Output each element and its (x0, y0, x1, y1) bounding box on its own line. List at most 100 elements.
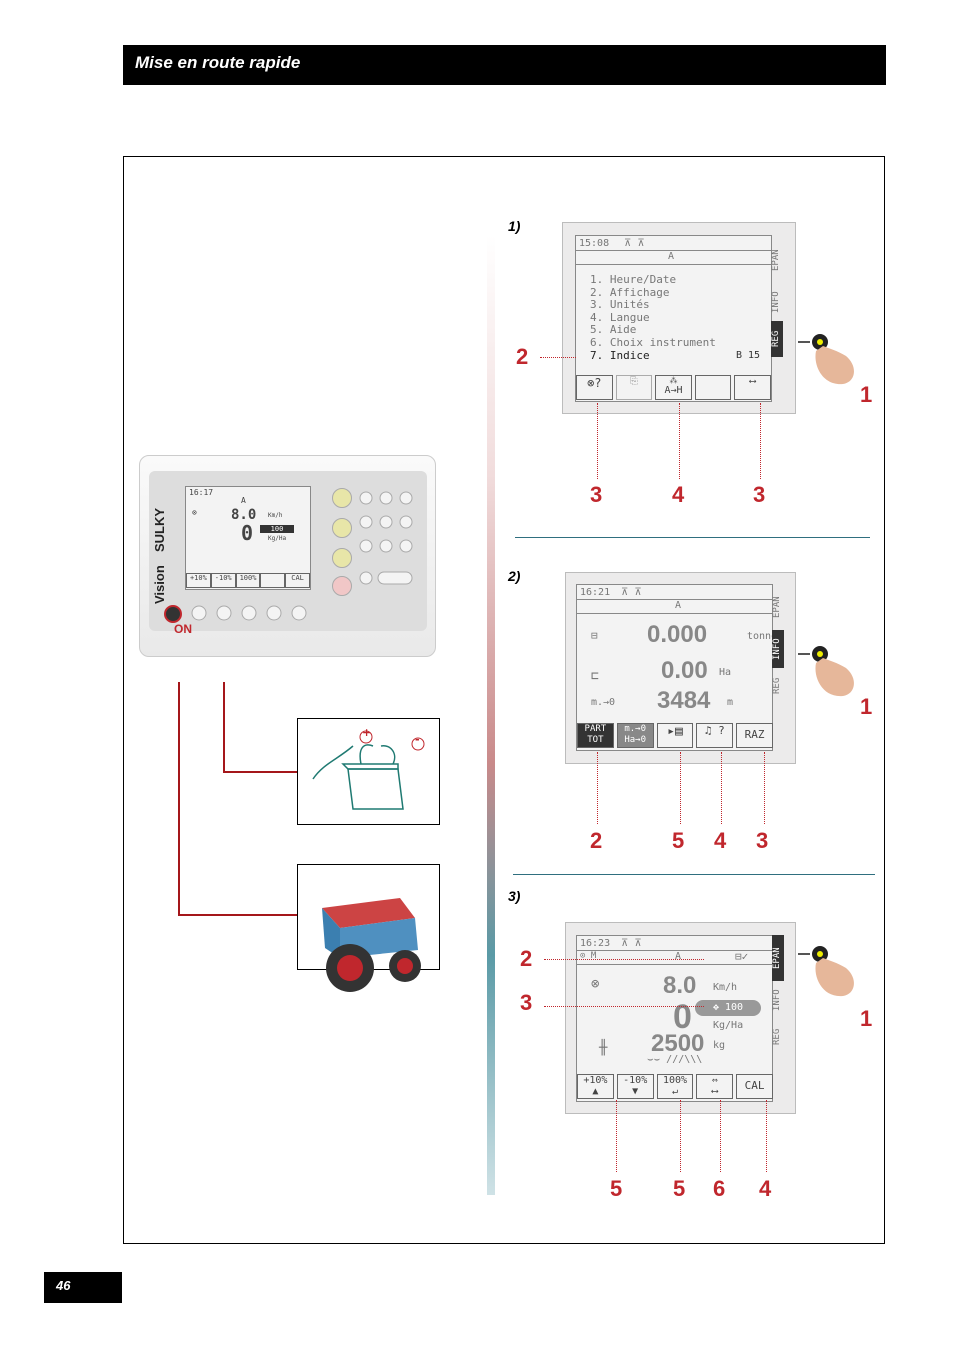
spreader-icon (322, 898, 421, 992)
panel2-m-unit: m (727, 697, 734, 708)
panel3-100-button[interactable]: 100%↵ (656, 1074, 694, 1099)
separator-2 (513, 874, 875, 875)
menu-item-aide[interactable]: 5. Aide (590, 323, 637, 337)
wire-sprayer-h (178, 914, 298, 916)
panel2-callout-2: 2 (590, 828, 603, 853)
panel1-help-button[interactable]: ⊗? (576, 375, 613, 400)
panel1-time: 15:08 (579, 238, 610, 249)
panel3-target: ✥ 100 (695, 1000, 761, 1016)
console-brand-name: SULKY (152, 507, 167, 552)
panel2-next-button[interactable]: ▸▤ (656, 723, 694, 748)
console-unit: Vision SULKY 16:17 A ⊗ 8.0 Km/h 0 100 Kg… (139, 455, 436, 657)
panel3-width-button[interactable]: ⇔⟷ (696, 1074, 734, 1099)
panel3-callout-4: 4 (759, 1176, 772, 1201)
panel3-weight: 2500 (651, 1030, 705, 1057)
panel3-time: 16:23 (580, 938, 611, 949)
panel3-plus10-button[interactable]: +10%▲ (577, 1074, 614, 1099)
console-numeric-keys[interactable] (358, 490, 414, 590)
next-page-icon: ▸▤ (667, 724, 683, 739)
panel2-callout-1: 1 (860, 694, 873, 719)
panel2-raz-button[interactable]: RAZ (736, 723, 773, 748)
menu-item-unites[interactable]: 3. Unités (590, 298, 650, 312)
panel3-minus10-button[interactable]: -10%▼ (616, 1074, 654, 1099)
panel3-callout-5b: 5 (673, 1176, 686, 1201)
panel3-tab-reg[interactable]: REG (772, 1028, 782, 1046)
console-softkey-4[interactable] (260, 573, 286, 588)
panel3-cal-button[interactable]: CAL (736, 1074, 773, 1099)
panel2-tab-epan[interactable]: EPAN (772, 596, 782, 618)
panel3-header-icons: ⊼ ⊼ (621, 938, 642, 949)
panel3-callout-6: 6 (713, 1176, 726, 1201)
step-2-label: 2) (508, 568, 521, 584)
panel1-callout-4: 4 (672, 482, 685, 507)
panel2-m-value: 3484 (657, 687, 711, 714)
panel1-empty-button[interactable] (694, 375, 732, 400)
battery-box: + - (297, 718, 440, 825)
console-softkey-2[interactable]: -10% (210, 573, 236, 588)
panel1-callout-2: 2 (516, 344, 529, 369)
panel3-line-2 (544, 959, 704, 960)
console-softkey-5[interactable]: CAL (285, 573, 310, 588)
panel2-header-icons: ⊼ ⊼ (621, 587, 642, 598)
power-button[interactable] (164, 605, 182, 623)
menu-item-instrument[interactable]: 6. Choix instrument (590, 335, 716, 349)
panel1-menu[interactable]: 1. Heure/Date 2. Affichage 3. Unités 4. … (590, 273, 716, 362)
menu-item-heure[interactable]: 1. Heure/Date (590, 273, 677, 286)
panel1-tab-info[interactable]: INFO (771, 291, 781, 313)
panel3-line-6 (720, 1100, 721, 1172)
console-softkey-3[interactable]: 100% (235, 573, 261, 588)
power-label: ON (174, 622, 192, 636)
panel1-indice-value: B 15 (736, 350, 761, 361)
menu-item-affichage[interactable]: 2. Affichage (590, 285, 670, 299)
console-key-mid[interactable] (332, 518, 352, 538)
panel3-callout-3: 3 (520, 990, 533, 1015)
console-arrow-keys-icon[interactable] (190, 604, 310, 622)
panel1-tab-epan[interactable]: EPAN (771, 249, 781, 271)
speed-icon: ⊗ (591, 976, 600, 992)
panel2-tab-info[interactable]: INFO (772, 630, 784, 668)
panel3-tab-epan[interactable]: EPAN (772, 935, 784, 981)
panel2-mode: A (675, 600, 682, 611)
panel1-ah-button[interactable]: ⁂A→H (655, 375, 692, 400)
down-triangle-icon: ▼ (632, 1086, 639, 1097)
console-rate: 0 (241, 521, 254, 545)
panel1-line-4 (679, 403, 680, 479)
panel3-line-3 (544, 1006, 704, 1007)
width-icon: ⟷ (749, 376, 756, 387)
panel3-softkeys: +10%▲ -10%▼ 100%↵ ⇔⟷ CAL (577, 1074, 773, 1099)
wire-battery-h (223, 771, 298, 773)
console-softkey-1[interactable]: +10% (186, 573, 211, 588)
panel3-line-5a (616, 1100, 617, 1172)
console-key-stop[interactable] (332, 576, 352, 596)
console-rate-unit: Kg/Ha (268, 535, 287, 542)
panel3-rate: 0 (673, 998, 692, 1036)
panel3-line-5b (680, 1100, 681, 1172)
panel3-tab-info[interactable]: INFO (772, 989, 782, 1011)
console-key-up[interactable] (332, 488, 352, 508)
panel3-lcd: 16:23 ⊼ ⊼ ⊙ M A ⊟✓ ⊗ 8.0 Km/h 0 ✥ 100 Kg… (565, 922, 796, 1114)
menu-item-langue[interactable]: 4. Langue (590, 310, 650, 324)
dots-icon: ⁂ (669, 376, 678, 385)
console-key-down[interactable] (332, 548, 352, 568)
check-icon: ⊟✓ (735, 950, 749, 963)
panel2-alarm-button[interactable]: ♫ ? (696, 723, 734, 748)
panel2-line-4 (721, 752, 722, 824)
panel1-width-button[interactable]: ⟷ (734, 375, 771, 400)
panel1-line-3b (760, 403, 761, 479)
menu-item-indice[interactable]: 7. Indice (590, 348, 650, 362)
panel1-tab-reg[interactable]: REG (771, 321, 783, 357)
panel3-callout-1: 1 (860, 1006, 873, 1031)
console-speed-unit: Km/h (268, 512, 283, 519)
battery-icon (312, 730, 425, 810)
panel1-callout-3a: 3 (590, 482, 603, 507)
area-icon: ⊏ (591, 669, 599, 684)
panel1-line-3a (597, 403, 598, 479)
panel1-disabled-button[interactable]: ⎘ (615, 375, 653, 400)
panel1-callout-1: 1 (860, 382, 873, 407)
panel1-lcd: 15:08 ⊼ ⊼ A 1. Heure/Date 2. Affichage 3… (562, 222, 796, 414)
panel2-callout-4: 4 (714, 828, 727, 853)
panel2-tab-reg[interactable]: REG (772, 677, 782, 695)
